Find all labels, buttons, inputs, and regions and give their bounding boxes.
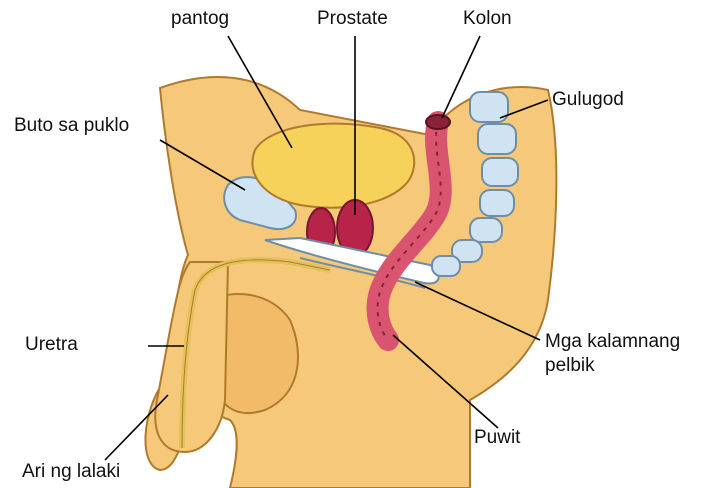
label-mga-kalamnang-pelbik-line2: pelbik [545, 355, 595, 377]
label-puwit: Puwit [474, 427, 520, 449]
label-pantog: pantog [171, 8, 229, 30]
label-prostate: Prostate [317, 8, 388, 30]
label-mga-kalamnang-pelbik-line1: Mga kalamnang [545, 331, 680, 353]
penis-shape [155, 262, 228, 452]
label-gulugod: Gulugod [552, 89, 624, 111]
colon-opening [426, 115, 450, 129]
label-uretra: Uretra [25, 334, 78, 356]
bladder [252, 124, 414, 208]
label-ari-ng-lalaki: Ari ng lalaki [22, 461, 120, 483]
label-buto-sa-puklo: Buto sa puklo [14, 115, 129, 137]
label-kolon: Kolon [463, 8, 512, 30]
